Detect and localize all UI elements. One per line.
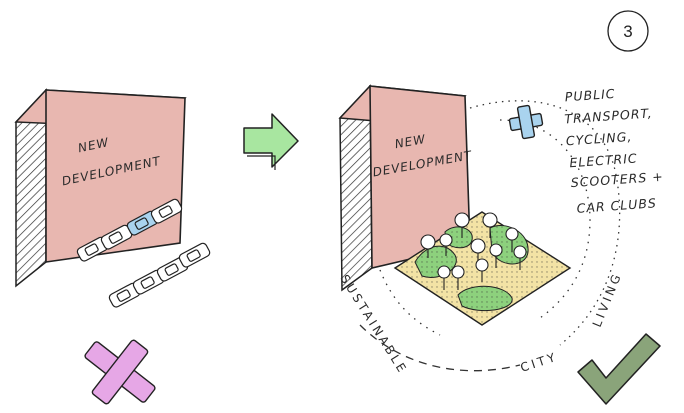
transport-note-line: SCOOTERS + [570, 169, 664, 190]
before-scene: NEW DEVELOPMENT [14, 88, 211, 405]
transport-notes: PUBLIC TRANSPORT, CYCLING, ELECTRIC SCOO… [564, 86, 664, 216]
car [150, 198, 183, 224]
arrow-right-icon [243, 113, 299, 170]
ring-label-city: CITY [519, 350, 560, 375]
after-building: NEW DEVELOPMENT [338, 84, 474, 292]
parked-cars [76, 198, 211, 308]
transport-note-line: CAR CLUBS [576, 195, 657, 216]
tree [513, 245, 527, 270]
before-building-label-new: NEW [77, 135, 111, 155]
tree [475, 258, 489, 282]
after-building-label-new: NEW [394, 132, 428, 151]
ring-label-sustainable: SUSTAINABLE [337, 272, 410, 377]
ring-dashed-bottom [359, 324, 521, 372]
park-square [393, 211, 572, 326]
sustainable-ring [359, 100, 621, 372]
ring-label-living: LIVING [590, 270, 625, 329]
plus-icon [508, 104, 544, 140]
park-trees [420, 212, 527, 290]
checkmark-icon [577, 333, 661, 405]
tree [482, 212, 498, 238]
ring-text-sustainable: SUSTAINABLE [337, 272, 410, 377]
after-scene: NEW DEVELOPMENT [337, 84, 664, 405]
step-number: 3 [623, 22, 632, 41]
before-building: NEW DEVELOPMENT [14, 88, 187, 288]
tree [439, 233, 453, 256]
tree [489, 243, 503, 268]
step-number-circle [607, 10, 649, 52]
tree [505, 227, 519, 252]
step-number-badge: 3 [607, 10, 649, 52]
transport-note-line: PUBLIC [564, 86, 616, 104]
tree [420, 234, 436, 258]
transport-note-line: ELECTRIC [569, 150, 638, 170]
ring-dotted-inner [499, 119, 591, 319]
cross-icon [84, 339, 156, 405]
car [178, 242, 211, 268]
tree [451, 265, 465, 290]
transport-note-line: CYCLING, [565, 129, 632, 149]
transport-note-line: TRANSPORT, [564, 105, 653, 126]
ring-text-city: CITY [519, 350, 560, 375]
ring-text-living: LIVING [590, 270, 625, 329]
tree [454, 212, 470, 238]
car [108, 282, 141, 308]
tree [437, 265, 451, 290]
